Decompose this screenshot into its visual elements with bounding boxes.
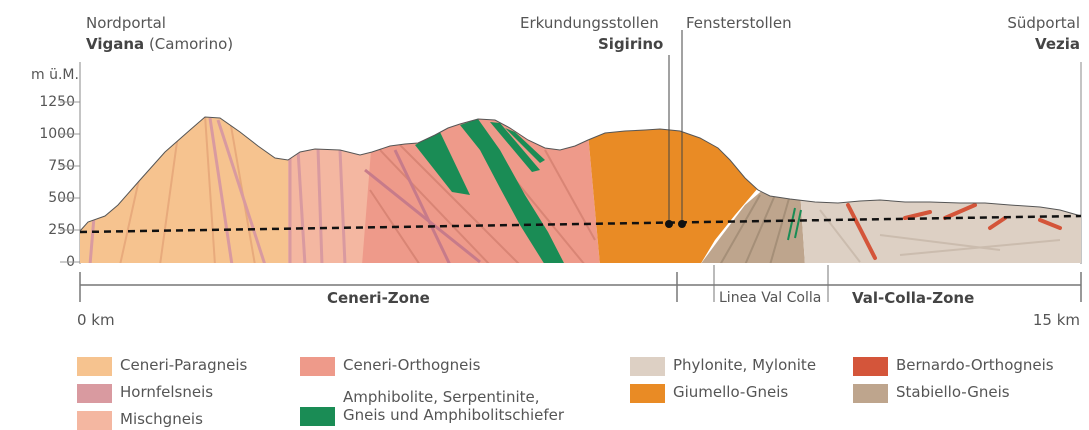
window-tunnel-marker bbox=[678, 220, 686, 228]
val-colla-zone-label: Val-Colla-Zone bbox=[852, 291, 974, 306]
legend-swatch bbox=[853, 357, 888, 376]
legend-swatch bbox=[77, 357, 112, 376]
exploration-tunnel-marker bbox=[665, 220, 673, 228]
legend-swatch bbox=[630, 357, 665, 376]
end-km-label: 15 km bbox=[1033, 313, 1080, 328]
legend-item-hornfelsneis: Hornfelsneis bbox=[77, 383, 213, 403]
legend-swatch bbox=[630, 384, 665, 403]
legend-item-ceneri-orthogneis: Ceneri-Orthogneis bbox=[300, 356, 480, 376]
ceneri-zone-label: Ceneri-Zone bbox=[327, 291, 430, 306]
legend-item-amphibolite: Gneis und Amphibolitschiefer bbox=[300, 406, 564, 426]
legend-item-giumello-gneis: Giumello-Gneis bbox=[630, 383, 788, 403]
legend-item-ceneri-paragneis: Ceneri-Paragneis bbox=[77, 356, 247, 376]
legend-item-bernardo-orthogneis: Bernardo-Orthogneis bbox=[853, 356, 1054, 376]
legend-swatch bbox=[300, 407, 335, 426]
start-km-label: 0 km bbox=[77, 313, 115, 328]
legend-item-mischgneis: Mischgneis bbox=[77, 410, 203, 430]
legend-item-stabiello-gneis: Stabiello-Gneis bbox=[853, 383, 1010, 403]
legend-swatch bbox=[77, 411, 112, 430]
legend-item-phylonite: Phylonite, Mylonite bbox=[630, 356, 816, 376]
legend-swatch bbox=[853, 384, 888, 403]
legend-swatch bbox=[77, 384, 112, 403]
linea-val-colla-label: Linea Val Colla bbox=[719, 291, 821, 305]
legend-swatch bbox=[300, 357, 335, 376]
phylonite-region bbox=[800, 190, 1081, 265]
legend-amphibolite-line1: Amphibolite, Serpentinite, bbox=[343, 389, 540, 406]
